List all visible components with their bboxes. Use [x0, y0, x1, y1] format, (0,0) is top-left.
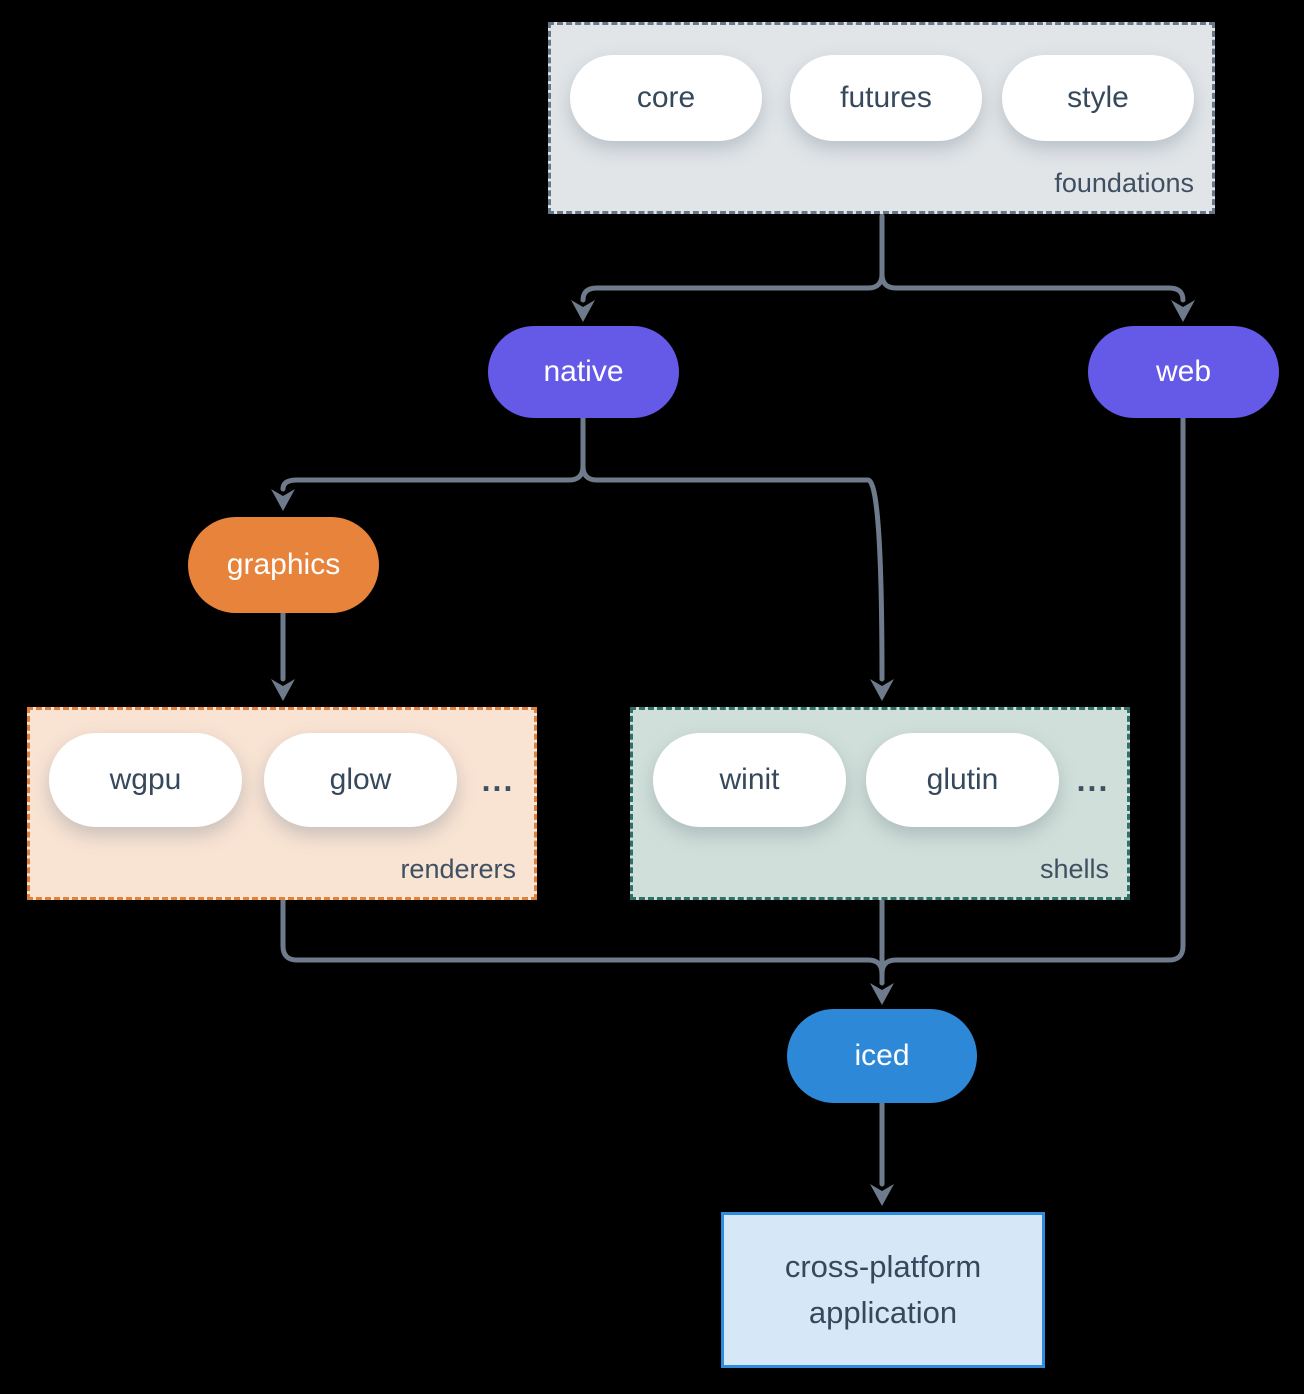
shells-group-label: shells: [1039, 854, 1109, 884]
cross-platform-application-box: cross-platform application: [721, 1212, 1045, 1368]
crate-winit: winit: [653, 733, 846, 827]
crate-wgpu: wgpu: [49, 733, 242, 827]
crate-glutin: glutin: [866, 733, 1059, 827]
crate-core: core: [570, 55, 762, 141]
crate-web: web: [1088, 326, 1279, 418]
crate-glow: glow: [264, 733, 457, 827]
connector-renderers-to-merge: [280, 897, 885, 977]
foundations-group-label: foundations: [1054, 168, 1194, 198]
renderers-group-label: renderers: [400, 854, 516, 884]
crate-futures: futures: [790, 55, 982, 141]
connector-native-to-shells: [580, 463, 894, 701]
connector-foundations-to-web: [879, 271, 1195, 322]
renderers-ellipsis: ...: [481, 762, 515, 798]
connector-foundations-to-native: [571, 271, 885, 322]
crate-graphics: graphics: [188, 517, 379, 613]
shells-ellipsis: ...: [1076, 762, 1110, 798]
crate-native: native: [488, 326, 679, 418]
crate-iced: iced: [787, 1009, 977, 1103]
crate-style: style: [1002, 55, 1194, 141]
connector-native-to-graphics: [271, 463, 586, 511]
